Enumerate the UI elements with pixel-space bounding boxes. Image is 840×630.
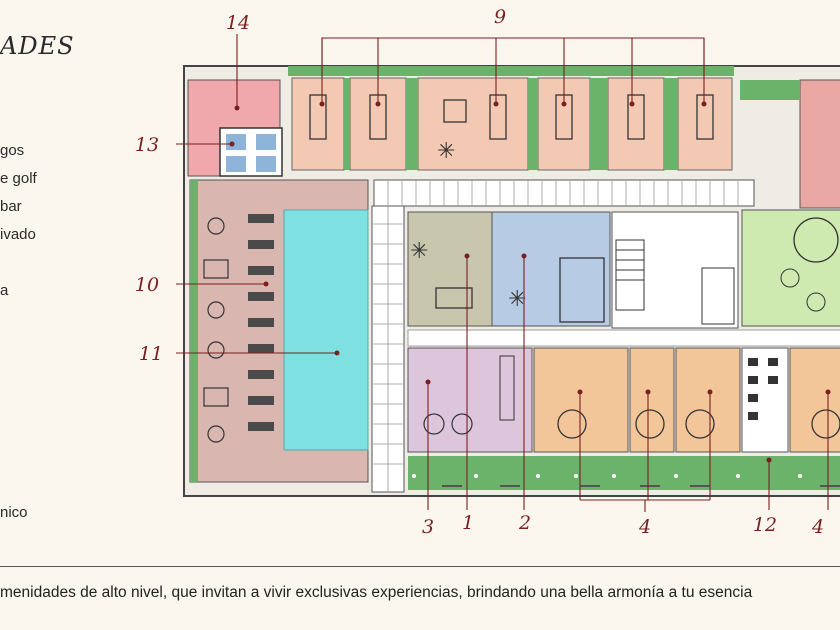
- meeting-room: [291, 77, 345, 171]
- restroom-stall-3: [226, 156, 246, 172]
- svg-text:✳: ✳: [410, 239, 428, 264]
- meeting-room: [417, 77, 529, 171]
- walkway-top: [373, 179, 755, 207]
- office: [491, 211, 611, 327]
- callout-4: 4: [638, 516, 652, 538]
- kids-area: [741, 209, 840, 327]
- legend-item: bar: [0, 198, 22, 215]
- suite: [789, 347, 840, 453]
- corridor: [407, 329, 840, 347]
- garden-top-right: [799, 79, 840, 209]
- meeting-rooms: ✳: [291, 77, 733, 171]
- restroom-stall-4: [256, 156, 276, 172]
- suite: [533, 347, 629, 453]
- suite: [675, 347, 741, 453]
- restroom-stall-1: [226, 134, 246, 150]
- callout-2: 2: [518, 512, 532, 534]
- suites: [533, 347, 840, 453]
- legend-item: a: [0, 282, 9, 299]
- lawn-top: [288, 66, 734, 76]
- callout-9: 9: [493, 6, 507, 28]
- callout-3: 3: [421, 516, 435, 538]
- lawn-bottom: [408, 456, 840, 490]
- meeting-room: [677, 77, 733, 171]
- lounge: [407, 347, 533, 453]
- callout-leaders: [176, 34, 829, 512]
- callout-12: 12: [752, 514, 778, 536]
- pool: [283, 209, 369, 451]
- restroom-stall-2: [256, 134, 276, 150]
- game-room: [407, 211, 493, 327]
- meeting-room: [607, 77, 665, 171]
- legend-item: ivado: [0, 226, 36, 243]
- legend-item: e golf: [0, 170, 37, 187]
- legend-item: nico: [0, 504, 28, 521]
- svg-text:✳: ✳: [508, 287, 526, 312]
- footer-caption: menidades de alto nivel, que invitan a v…: [0, 584, 753, 601]
- sun-loungers: [248, 214, 274, 431]
- legend-item: gos: [0, 142, 25, 159]
- callout-11: 11: [138, 343, 164, 365]
- suite: [629, 347, 675, 453]
- divider-rule: [0, 566, 840, 567]
- callout-1: 1: [461, 512, 475, 534]
- callout-10: 10: [134, 274, 160, 296]
- callout-14: 14: [225, 12, 251, 34]
- legend-heading: ADES: [0, 32, 75, 60]
- svg-text:✳: ✳: [437, 139, 455, 164]
- callout-13: 13: [134, 134, 160, 156]
- callout-4-right: 4: [811, 516, 825, 538]
